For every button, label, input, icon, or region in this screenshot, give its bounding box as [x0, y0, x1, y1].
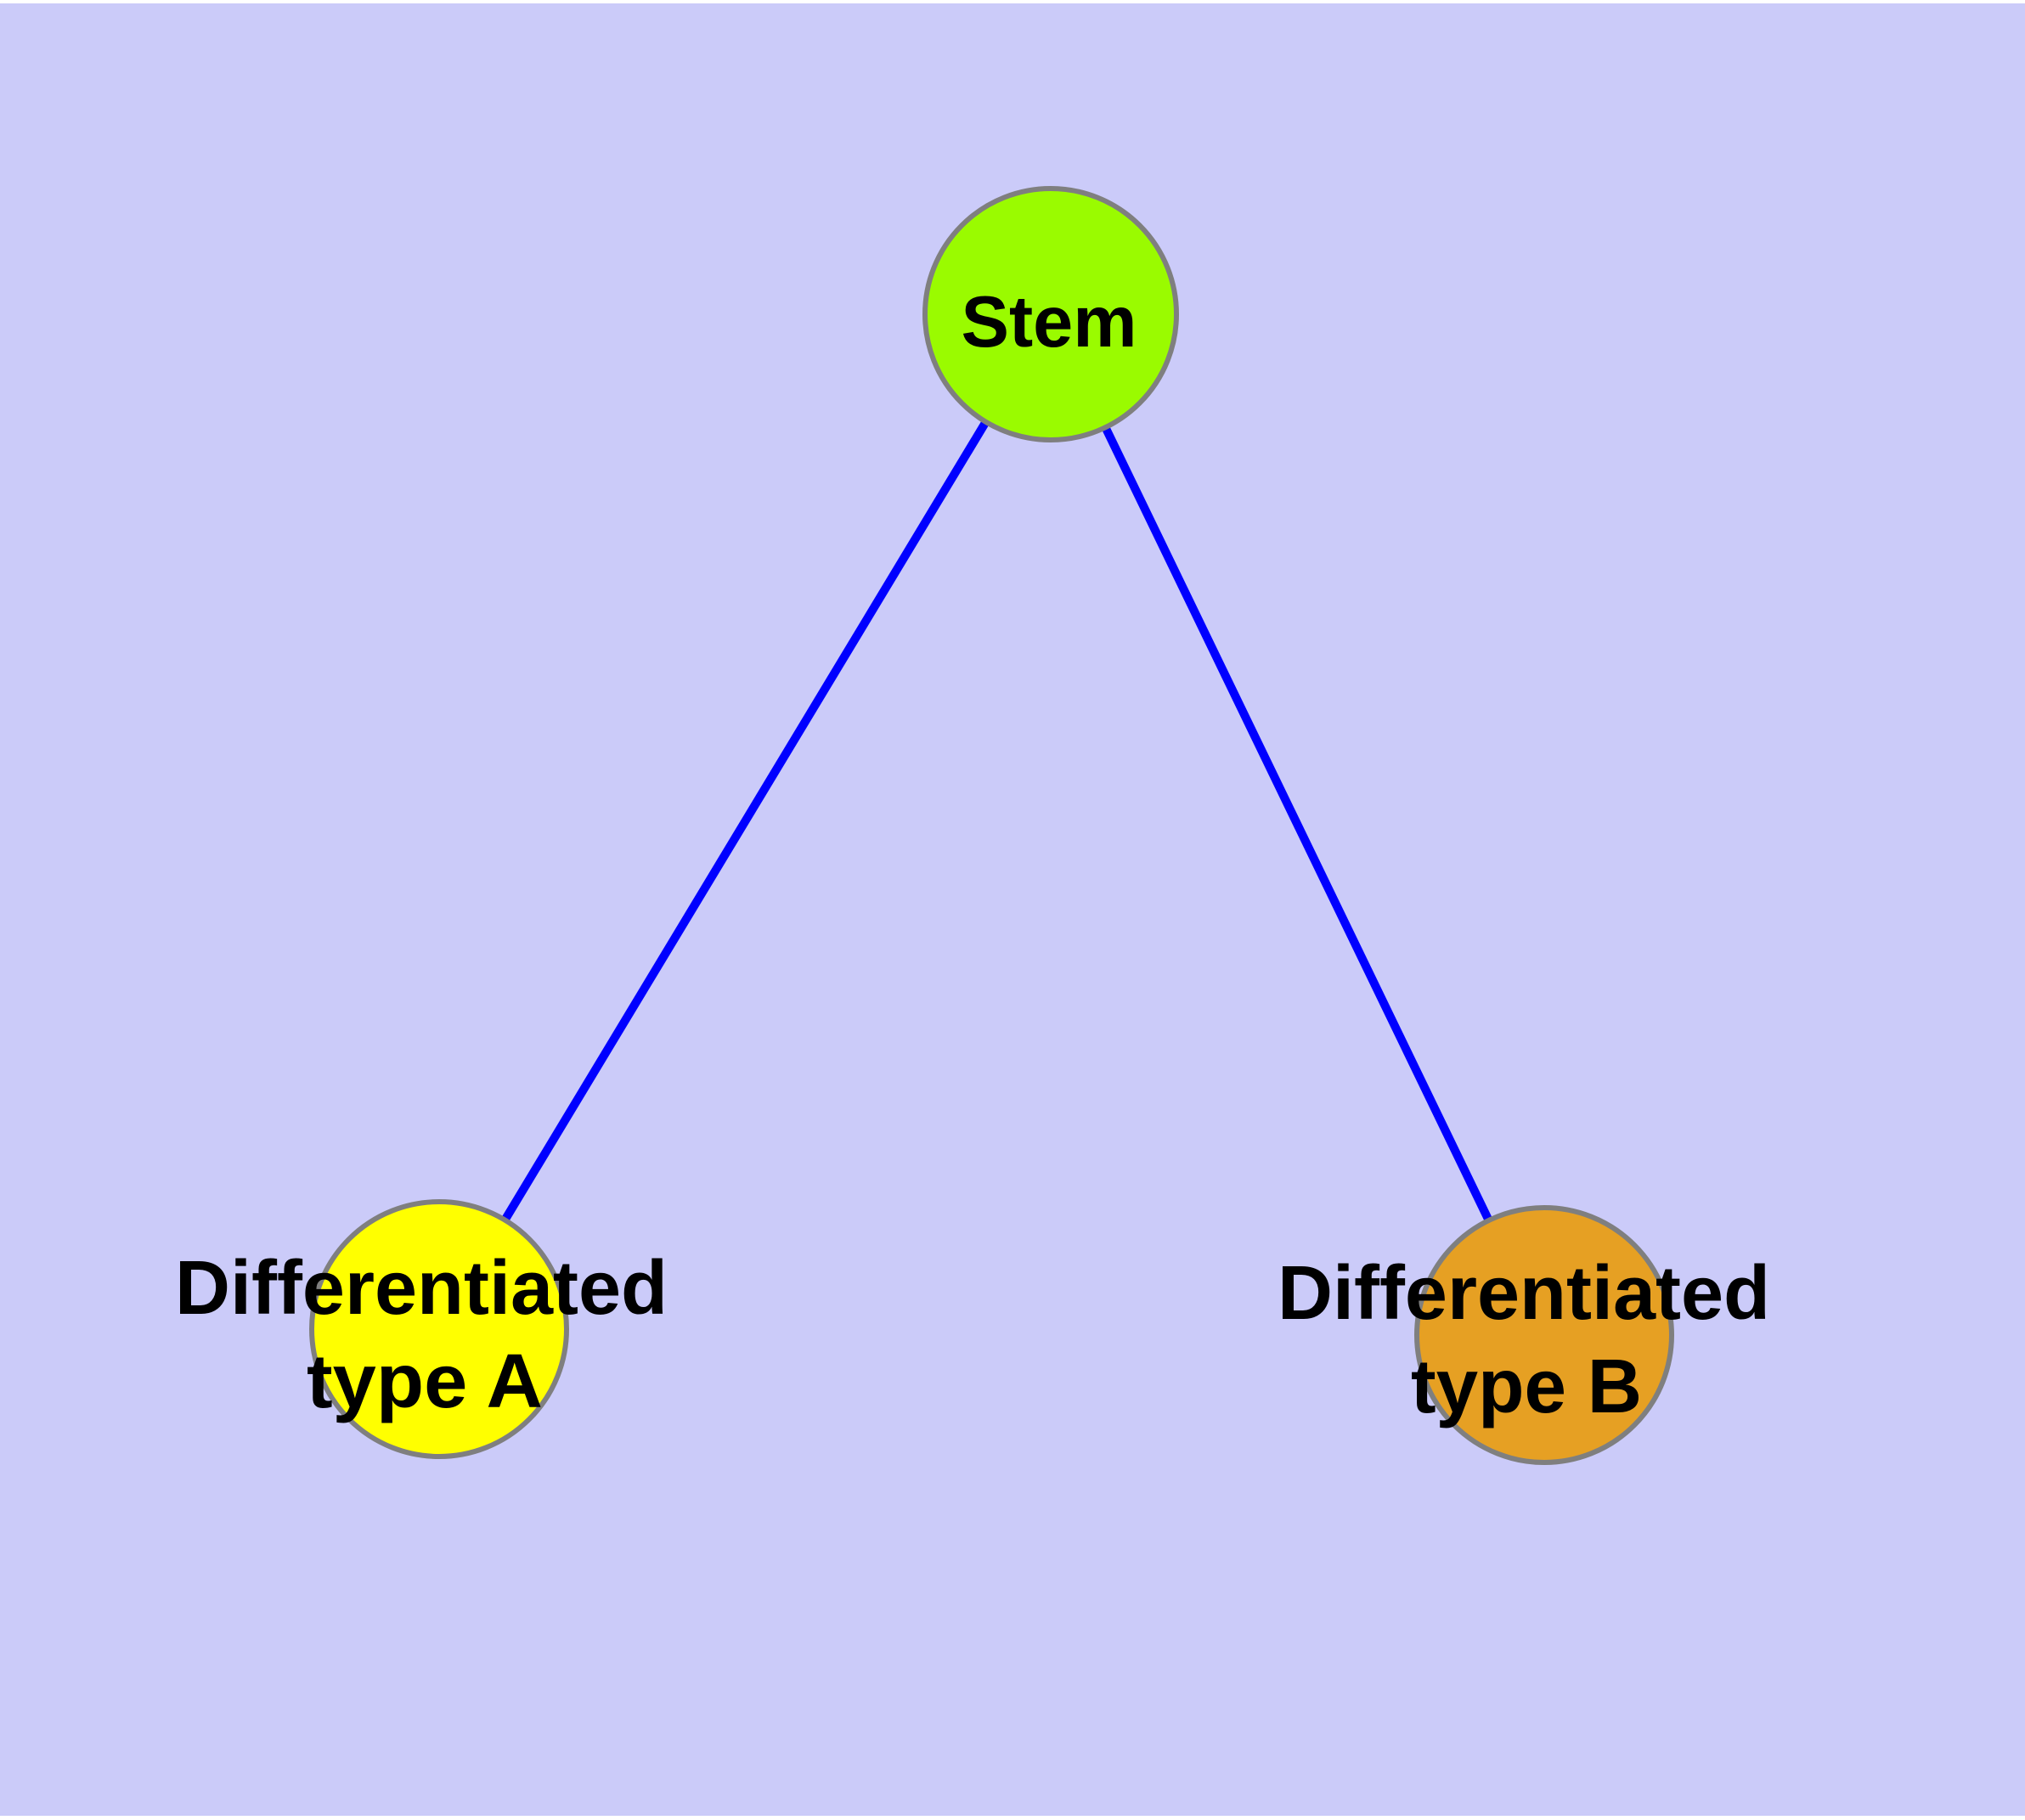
- differentiated-type-a-label-line2: type A: [307, 1339, 543, 1424]
- differentiated-type-b-node-circle: [1414, 1205, 1674, 1465]
- stem-node-circle: [922, 186, 1179, 442]
- edge-stem-to-type-a: [435, 312, 1055, 1332]
- differentiated-type-b-label-line2: type B: [1411, 1344, 1642, 1429]
- edge-stem-to-type-b: [1046, 312, 1548, 1338]
- differentiated-type-b-label-line1: Differentiated: [1278, 1251, 1770, 1336]
- differentiated-type-a-node-circle: [309, 1199, 569, 1459]
- differentiated-type-a-label-line1: Differentiated: [175, 1246, 668, 1331]
- stem-node-label: Stem: [962, 282, 1137, 363]
